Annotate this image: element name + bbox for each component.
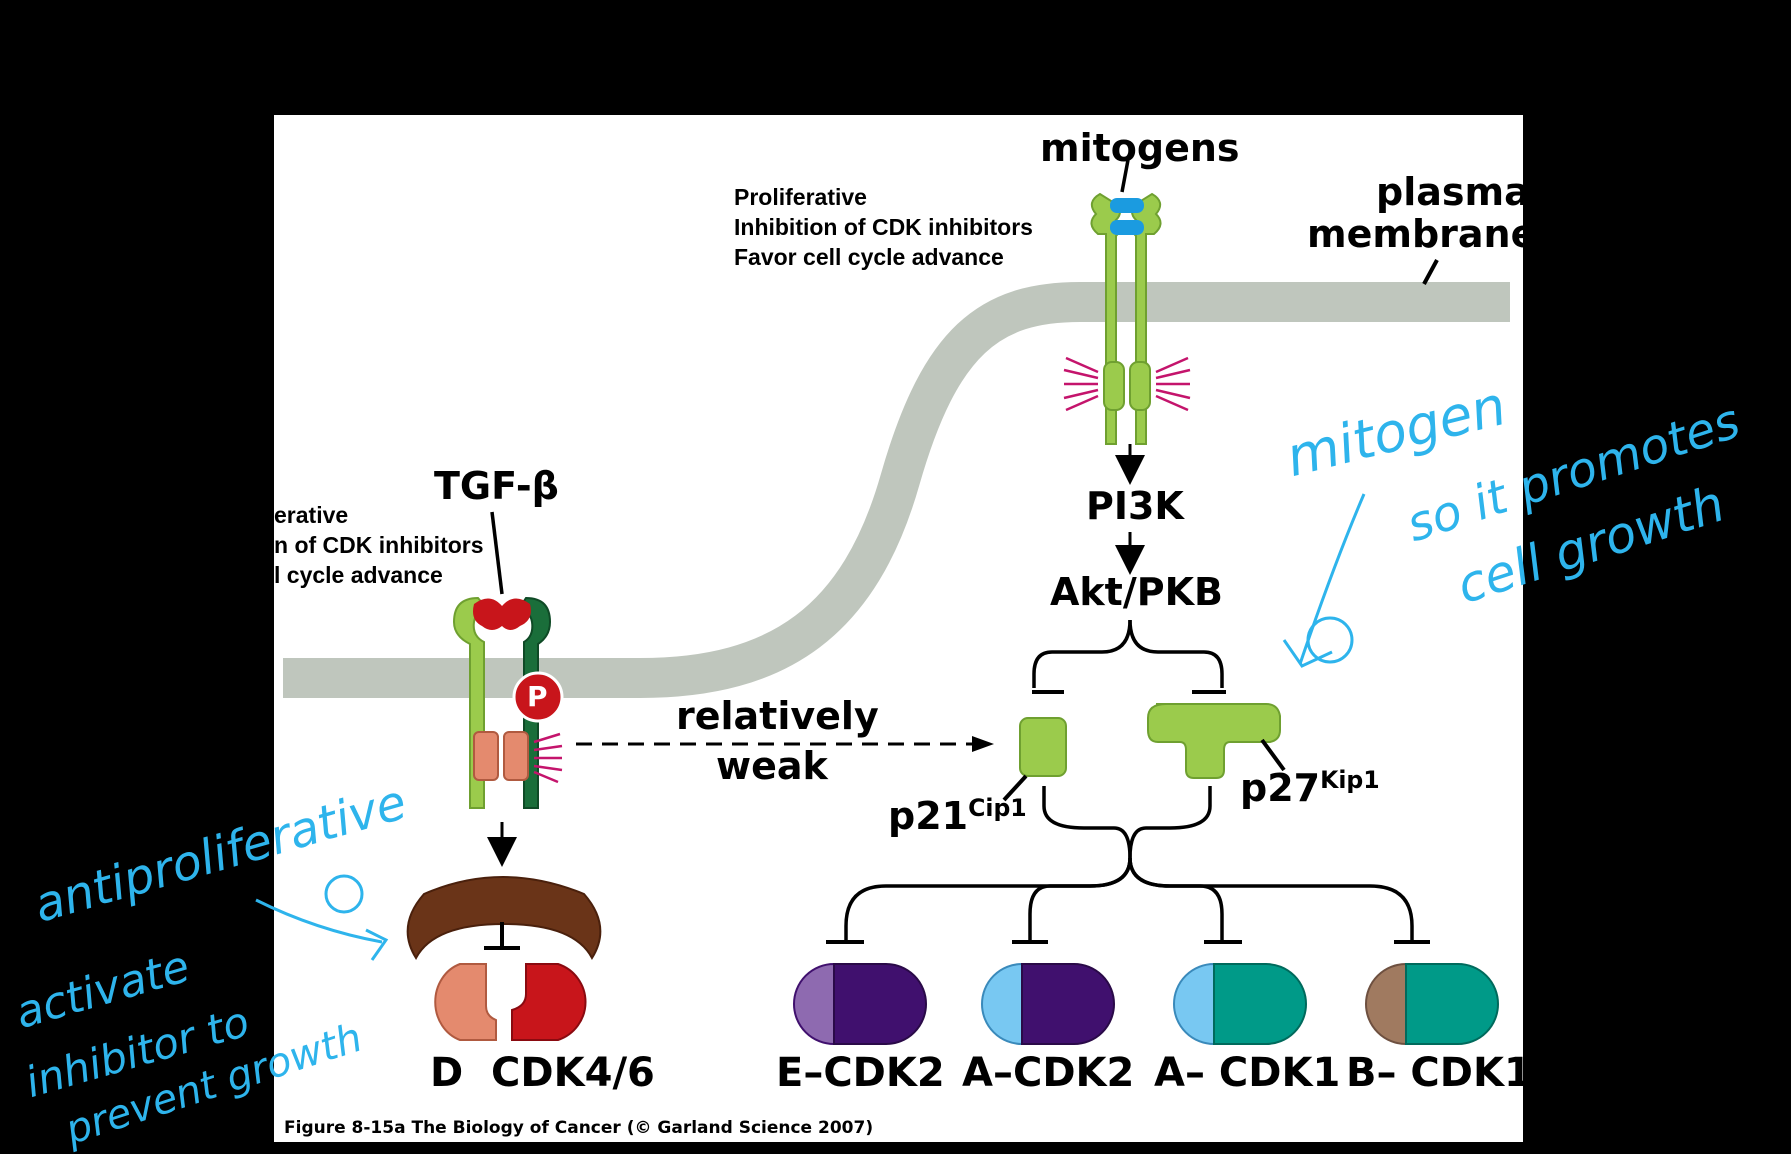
e-cdk2-label: E–CDK2	[776, 1050, 945, 1096]
note-left-line2: n of CDK inhibitors	[274, 532, 484, 558]
b-cdk1-complex	[1365, 962, 1499, 1046]
relatively-label: relatively	[676, 694, 879, 738]
d-cdk46-complex	[434, 963, 587, 1041]
d-cdk46-label: D CDK4/6	[430, 1050, 655, 1096]
note-left-line3: l cycle advance	[274, 562, 443, 588]
b-cdk1-label: B– CDK1	[1346, 1050, 1532, 1096]
a-cdk1-label: A– CDK1	[1154, 1050, 1341, 1096]
membrane-pointer	[1422, 259, 1439, 285]
p27-label: p27Kip1	[1240, 766, 1380, 810]
p21-protein	[1019, 717, 1067, 777]
figure-caption: Figure 8-15a The Biology of Cancer (© Ga…	[284, 1118, 874, 1138]
p15-inhibitor	[406, 876, 602, 961]
tgf-beta-label: TGF-β	[434, 464, 559, 508]
pi3k-label: PI3K	[1086, 484, 1184, 528]
mitogen-receptor	[1063, 159, 1191, 445]
plasma-membrane	[283, 282, 1510, 698]
note-left-line1: erative	[274, 502, 349, 528]
note-top-line3: Favor cell cycle advance	[734, 244, 1004, 270]
a-cdk2-complex	[981, 962, 1115, 1046]
plasma-membrane-line2: membrane	[1307, 212, 1537, 256]
phospho-label: P	[527, 680, 548, 713]
a-cdk1-complex	[1173, 962, 1307, 1046]
mitogens-label: mitogens	[1040, 126, 1240, 170]
a-cdk2-label: A–CDK2	[962, 1050, 1135, 1096]
akt-label: Akt/PKB	[1050, 570, 1223, 614]
p27-protein	[1147, 703, 1281, 779]
note-top-line2: Inhibition of CDK inhibitors	[734, 214, 1033, 240]
weak-label: weak	[716, 744, 828, 788]
tgf-beta-receptor	[452, 511, 564, 809]
plasma-membrane-line1: plasma	[1376, 170, 1530, 214]
e-cdk2-complex	[793, 962, 927, 1046]
note-top-line1: Proliferative	[734, 184, 867, 210]
p21-label: p21Cip1	[888, 794, 1027, 838]
